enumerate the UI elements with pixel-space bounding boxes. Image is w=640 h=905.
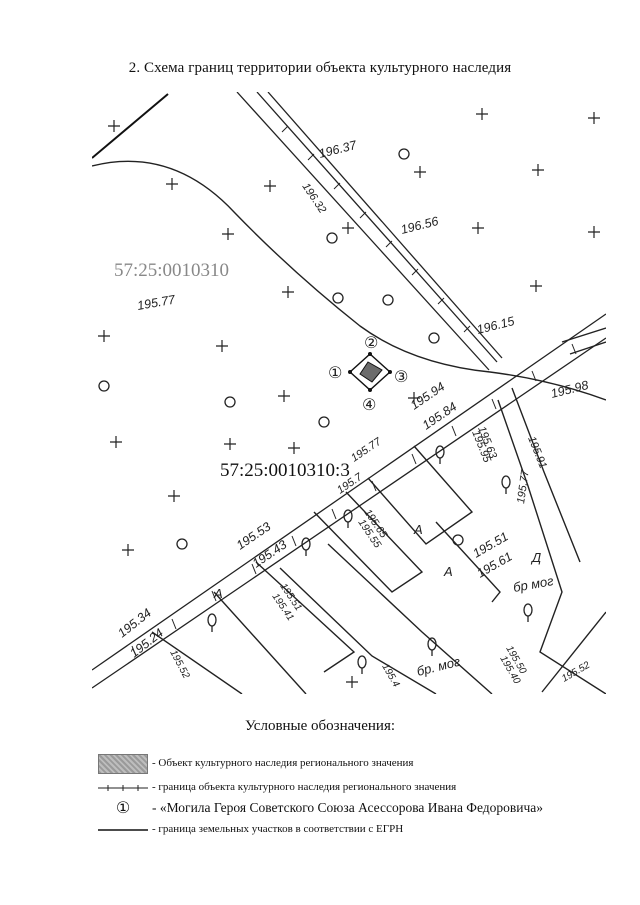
svg-text:Д: Д — [530, 550, 541, 565]
boundary-map: 196.37 196.32 196.56 195.77 196.15 195.9… — [92, 92, 606, 694]
svg-text:А: А — [213, 586, 223, 601]
street-band — [92, 313, 606, 689]
grid-crosses — [98, 108, 600, 688]
svg-text:195.77: 195.77 — [349, 435, 384, 464]
legend-text-parcels: - граница земельных участков в соответст… — [152, 823, 404, 835]
legend-text-object: - Объект культурного наследия региональн… — [152, 757, 414, 769]
svg-text:195.91: 195.91 — [525, 435, 549, 471]
svg-text:бр. мог: бр. мог — [415, 653, 462, 678]
map-line — [92, 93, 169, 159]
cadastral-label-block: 57:25:0010310 — [114, 260, 229, 281]
legend-title: Условные обозначения: — [244, 718, 396, 734]
svg-text:195.77: 195.77 — [515, 469, 532, 505]
point-3: ③ — [394, 367, 408, 386]
heritage-object-fill — [359, 361, 383, 383]
solid-line-icon — [98, 829, 148, 831]
legend-text-boundary: - граница объекта культурного наследия р… — [152, 781, 457, 793]
svg-text:196.15: 196.15 — [475, 314, 516, 337]
heritage-object: ① ② ③ ④ — [328, 333, 408, 414]
road-band — [236, 92, 503, 371]
legend-item-boundary: - граница объекта культурного наследия р… — [98, 778, 618, 798]
legend-item-grave: ① - «Могила Героя Советского Союза Асесс… — [98, 798, 618, 818]
legend-text-grave: - «Могила Героя Советского Союза Асессор… — [152, 800, 544, 815]
legend-item-parcels: - граница земельных участков в соответст… — [98, 820, 618, 840]
road-hatching — [281, 125, 471, 333]
legend-item-object: - Объект культурного наследия региональн… — [98, 754, 618, 774]
svg-text:195.77: 195.77 — [136, 292, 177, 313]
svg-text:195.52: 195.52 — [167, 648, 191, 681]
page-title: 2. Схема границ территории объекта культ… — [128, 60, 512, 76]
svg-text:196.37: 196.37 — [317, 138, 359, 161]
svg-text:195.98: 195.98 — [549, 378, 590, 401]
svg-text:196.32: 196.32 — [300, 181, 329, 216]
svg-text:196.56: 196.56 — [399, 214, 440, 237]
grave-marks — [207, 445, 533, 674]
cadastral-label-parcel: 57:25:0010310:3 — [220, 460, 350, 481]
point-4: ④ — [362, 395, 376, 414]
tick-line-icon — [98, 785, 148, 791]
point-1: ① — [328, 363, 342, 382]
svg-text:195.4: 195.4 — [379, 662, 401, 690]
object-fill-swatch — [98, 754, 148, 774]
point-2: ② — [364, 333, 378, 352]
svg-text:А: А — [443, 564, 453, 579]
tree-circles — [98, 148, 464, 550]
circled-number-icon: ① — [115, 798, 131, 817]
svg-text:бр мог: бр мог — [512, 573, 555, 595]
svg-text:А: А — [413, 522, 423, 537]
parcel-outlines — [151, 327, 606, 694]
